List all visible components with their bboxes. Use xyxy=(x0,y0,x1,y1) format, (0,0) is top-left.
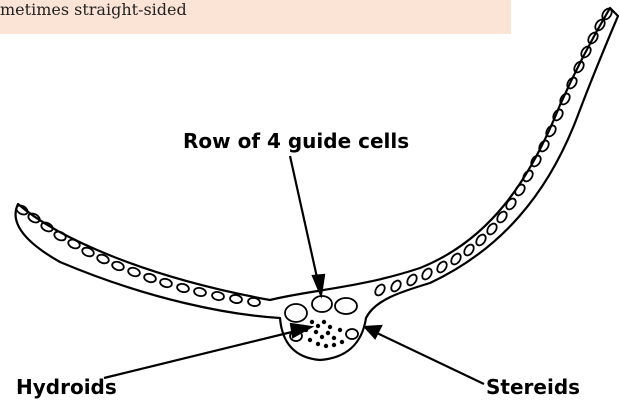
leaf-cell xyxy=(521,169,534,183)
stereids-arrow-line xyxy=(377,333,484,384)
costa-dots xyxy=(304,320,344,348)
leaf-cell xyxy=(159,278,173,289)
leaf-cell xyxy=(435,260,448,274)
leaf-cell xyxy=(229,294,242,304)
guide-cells-arrow-line xyxy=(290,156,318,282)
leaf-cell xyxy=(389,279,402,293)
guide-cell xyxy=(346,329,358,339)
label-hydroids: Hydroids xyxy=(16,375,117,399)
label-stereids: Stereids xyxy=(486,375,580,399)
hydroids-arrow-line xyxy=(104,330,300,378)
leaf-cell xyxy=(420,267,433,281)
stereid-dot xyxy=(324,344,328,348)
guide-cell xyxy=(285,304,307,322)
leaf-cell xyxy=(67,238,81,250)
stereids-arrowhead xyxy=(365,326,381,338)
guide-cell xyxy=(312,296,332,312)
leaf-cell xyxy=(211,291,224,301)
leaf-cell xyxy=(111,260,125,271)
leaf-cell xyxy=(127,266,141,277)
leaf-cell xyxy=(53,230,67,242)
stereid-dot xyxy=(332,343,336,347)
stereid-dot xyxy=(338,328,342,332)
stereid-dot xyxy=(332,336,336,340)
label-guide-cells: Row of 4 guide cells xyxy=(183,129,409,153)
stereid-dot xyxy=(328,325,332,329)
leaf-cell xyxy=(193,287,206,297)
stereid-dot xyxy=(322,320,326,324)
stereid-dot xyxy=(316,342,320,346)
stereid-dot xyxy=(316,324,320,328)
stereid-dot xyxy=(308,338,312,342)
leaf-cell xyxy=(15,204,29,217)
leaf-cell xyxy=(504,197,517,211)
leaf-cell xyxy=(462,243,475,257)
stereid-dot xyxy=(326,331,330,335)
leaf-cell xyxy=(373,283,386,297)
leaf-cell xyxy=(405,273,418,287)
leaf-outline xyxy=(16,8,618,360)
leaf-cell xyxy=(40,221,54,233)
leaf-cell xyxy=(513,183,526,197)
leaf-cell xyxy=(143,272,157,283)
stereid-dot xyxy=(320,335,324,339)
stereid-dot xyxy=(314,330,318,334)
leaf-cell xyxy=(449,252,462,266)
leaf-cell xyxy=(27,212,41,225)
guide-cell xyxy=(335,298,357,314)
leaf-cell xyxy=(176,283,190,294)
stereid-dot xyxy=(340,340,344,344)
stereid-dot xyxy=(310,320,314,324)
